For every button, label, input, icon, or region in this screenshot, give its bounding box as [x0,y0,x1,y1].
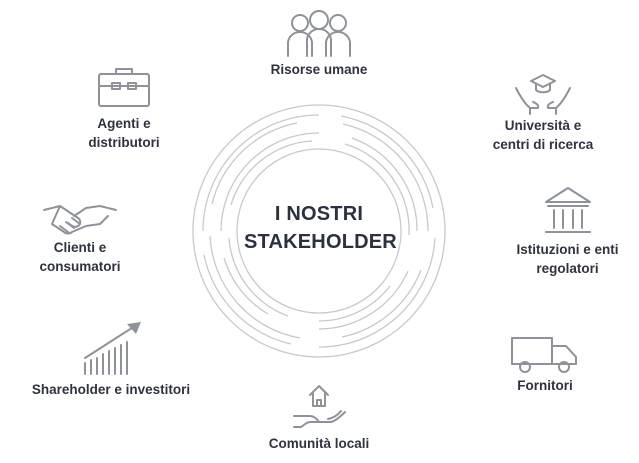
delivery-truck-icon [511,337,577,373]
stakeholder-fornitori: Fornitori [500,330,590,395]
label-comunita: Comunità locali [268,436,370,451]
stakeholder-clienti: Clienti e consumatori [18,196,142,276]
label-shareholder: Shareholder e investitori [31,382,191,397]
label-clienti: Clienti e consumatori [39,240,121,274]
center-title-line-1: I NOSTRI [274,203,364,225]
stakeholder-agenti: Agenti e distributori [58,62,190,152]
center-title: I NOSTRI STAKEHOLDER [244,200,397,256]
label-agenti: Agenti e distributori [88,116,160,150]
people-group-icon [287,10,351,57]
stakeholder-shareholder: Shareholder e investitori [6,318,216,399]
label-fornitori: Fornitori [517,378,573,393]
institution-building-icon [544,187,591,233]
growth-chart-icon [84,322,141,375]
label-risorse-umane: Risorse umane [270,62,368,77]
stakeholder-istituzioni: Istituzioni e enti regolatori [496,182,639,278]
handshake-icon [43,205,117,235]
graduation-cap-hands-icon [515,74,571,115]
label-istituzioni: Istituzioni e enti regolatori [516,242,619,276]
stakeholder-comunita: Comunità locali [236,378,402,453]
center-title-line-2: STAKEHOLDER [244,231,397,253]
stakeholder-universita: Università e centri di ricerca [468,70,618,154]
home-in-hand-icon [293,385,346,428]
label-universita: Università e centri di ricerca [492,118,594,152]
briefcase-icon [98,68,150,107]
stakeholder-risorse-umane: Risorse umane [246,8,392,79]
